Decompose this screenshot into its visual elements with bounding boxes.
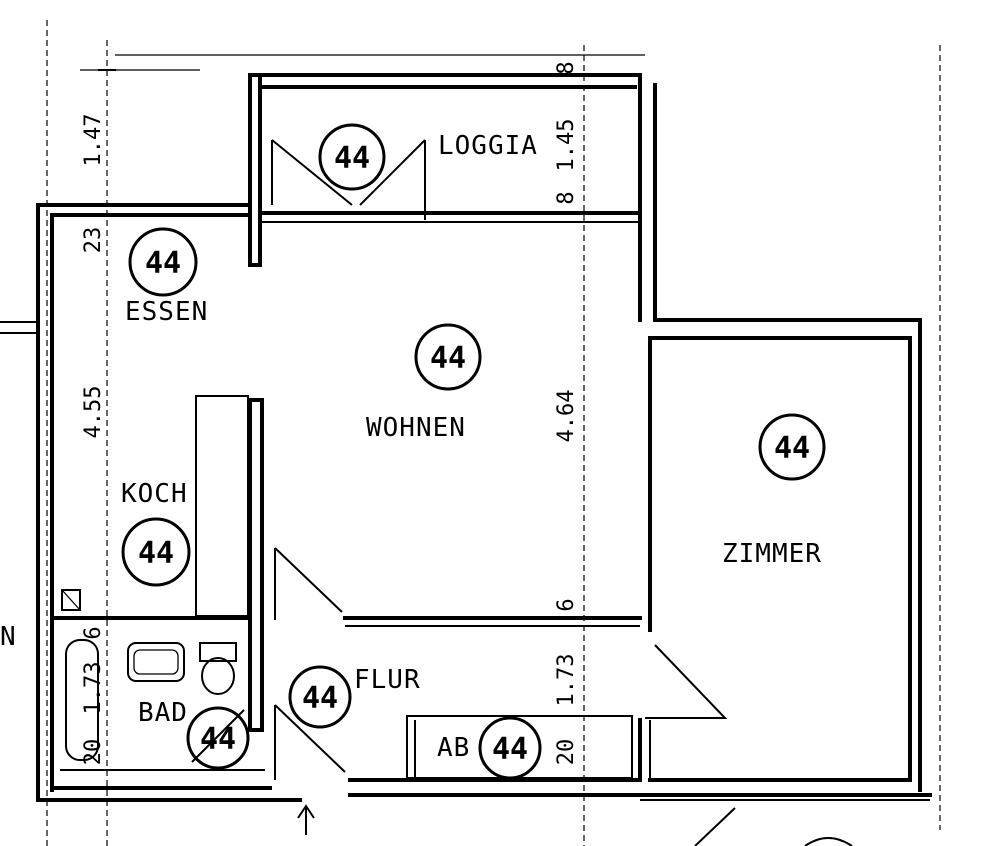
dim-left-1-47: 1.47 — [81, 114, 106, 167]
marker-flur: 44 — [288, 665, 352, 729]
dim-mid-20: 20 — [554, 739, 579, 766]
dim-left-23: 23 — [81, 227, 106, 254]
zimmer-walls — [638, 318, 922, 792]
loggia-walls — [248, 73, 657, 322]
outer-walls — [0, 203, 932, 802]
marker-loggia: 44 — [318, 123, 386, 191]
marker-ab-text: 44 — [492, 732, 528, 767]
dim-mid-8-top: 8 — [554, 61, 579, 74]
dim-mid-8: 8 — [554, 191, 579, 204]
room-label-essen: ESSEN — [125, 297, 208, 327]
room-label-zimmer: ZIMMER — [722, 539, 822, 569]
dim-mid-4-64: 4.64 — [554, 390, 579, 443]
room-label-koch: KOCH — [121, 479, 188, 509]
dim-mid-6: 6 — [554, 598, 579, 611]
marker-loggia-text: 44 — [334, 141, 370, 176]
room-label-bad: BAD — [138, 698, 188, 728]
marker-koch-text: 44 — [138, 536, 174, 571]
room-label-flur: FLUR — [354, 665, 421, 695]
marker-essen-text: 44 — [145, 246, 181, 281]
room-label-loggia: LOGGIA — [438, 131, 538, 161]
marker-ab: 44 — [478, 716, 542, 780]
dim-left-4-55: 4.55 — [81, 386, 106, 439]
marker-wohnen: 44 — [414, 323, 482, 391]
dimension-ticks — [98, 69, 592, 781]
marker-bad-text: 44 — [200, 722, 236, 757]
room-label-wohnen: WOHNEN — [366, 413, 466, 443]
dim-left-1-73: 1.73 — [81, 662, 106, 715]
dim-mid-1-73: 1.73 — [554, 654, 579, 707]
marker-zimmer: 44 — [758, 413, 826, 481]
dim-mid-1-45: 1.45 — [554, 119, 579, 172]
dim-left-20: 20 — [81, 739, 106, 766]
marker-wohnen-text: 44 — [430, 341, 466, 376]
room-label-cut: N — [0, 622, 17, 652]
reference-lines — [46, 20, 941, 846]
marker-bad: 44 — [186, 706, 250, 770]
marker-koch: 44 — [121, 517, 191, 587]
dim-left-6: 6 — [81, 626, 106, 639]
marker-flur-text: 44 — [302, 681, 338, 716]
room-label-ab: AB — [437, 733, 470, 763]
marker-zimmer-text: 44 — [774, 431, 810, 466]
marker-essen: 44 — [128, 227, 198, 297]
